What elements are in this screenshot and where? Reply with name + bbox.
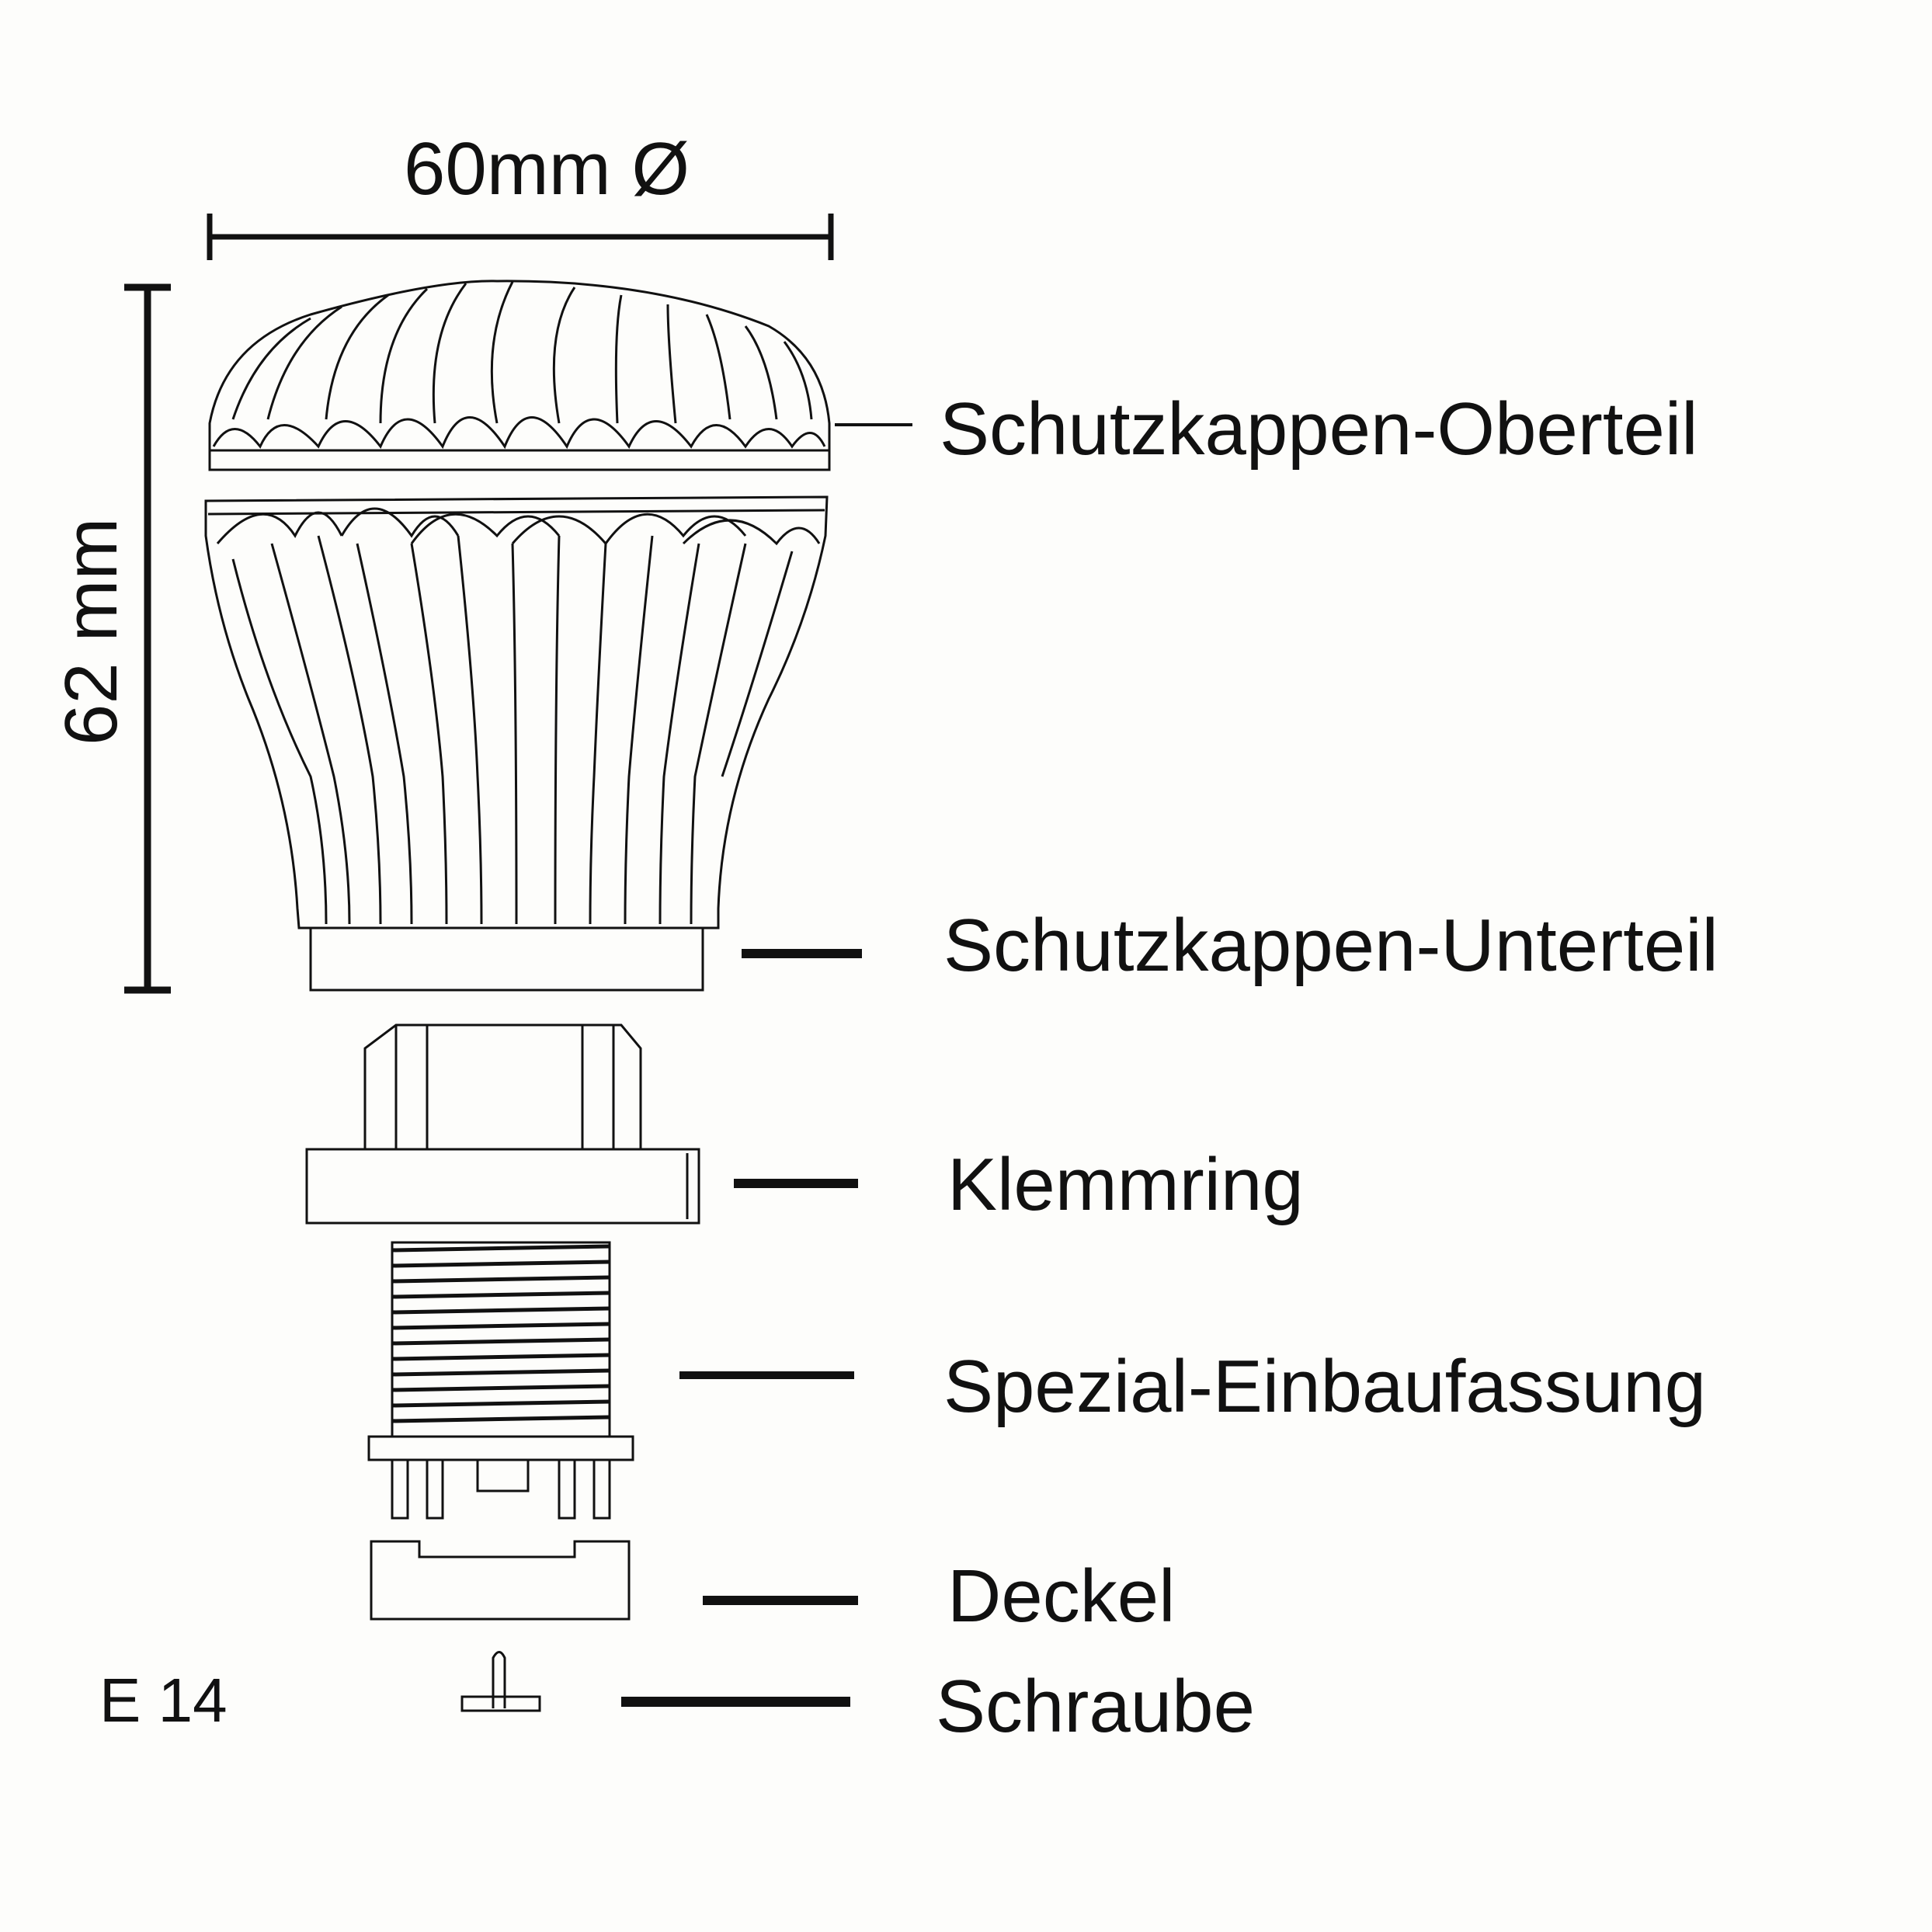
cap-top-drawing	[210, 281, 829, 470]
socket-type-label: E 14	[99, 1666, 228, 1735]
width-dimension-label: 60mm Ø	[404, 127, 690, 210]
leader-line-einbaufassung	[679, 1371, 854, 1379]
label-schutzkappen-oberteil: Schutzkappen-Oberteil	[940, 387, 1698, 471]
clamp-ring-drawing	[307, 1025, 699, 1223]
screw-drawing	[462, 1652, 540, 1711]
cap-body-drawing	[206, 497, 827, 928]
leader-line-klemmring	[734, 1179, 858, 1188]
height-dimension-label: 62 mm	[50, 517, 133, 745]
leader-line-schraube	[621, 1697, 850, 1707]
width-dimension-line	[210, 214, 831, 260]
label-schutzkappen-unterteil: Schutzkappen-Unterteil	[943, 904, 1718, 987]
label-schraube: Schraube	[936, 1665, 1255, 1748]
label-deckel: Deckel	[947, 1555, 1176, 1638]
label-spezial-einbaufassung: Spezial-Einbaufassung	[943, 1345, 1706, 1428]
cap-bottom-ring-drawing	[311, 928, 703, 990]
socket-drawing	[369, 1242, 633, 1518]
leader-line-oberteil	[835, 423, 912, 426]
leader-line-unterteil	[742, 949, 862, 958]
leader-line-deckel	[703, 1596, 858, 1605]
label-klemmring: Klemmring	[947, 1143, 1304, 1226]
cover-drawing	[371, 1541, 629, 1619]
height-dimension-line	[124, 287, 171, 990]
